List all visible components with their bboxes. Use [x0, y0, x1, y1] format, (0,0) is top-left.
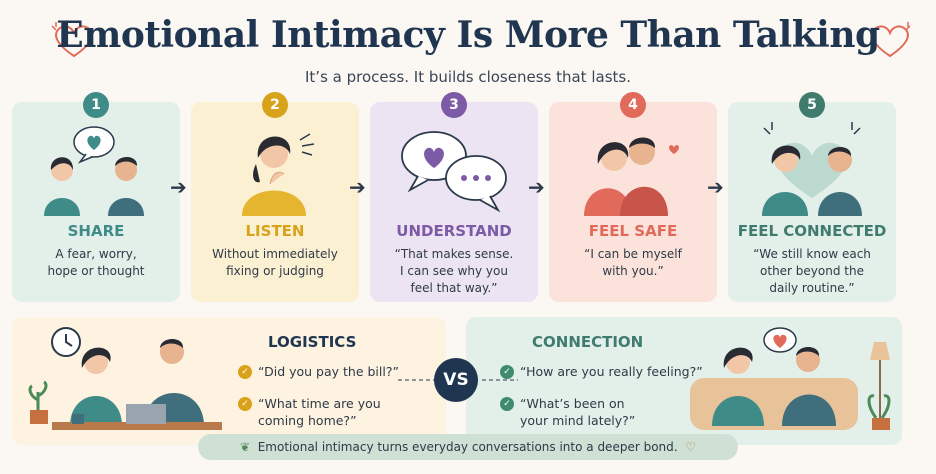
couple-logistics-illustration: [28, 327, 222, 430]
connected-couple-illustration: [762, 122, 862, 216]
step-card-feel-connected: [728, 102, 896, 302]
page-title: Emotional Intimacy Is More Than Talking: [56, 14, 880, 56]
check-icon: ✓: [238, 397, 252, 411]
step-number: 1: [83, 92, 109, 118]
heart-icon: ♡: [685, 440, 696, 454]
step-title: UNDERSTAND: [396, 222, 512, 240]
arrow-right-icon: ➔: [170, 175, 187, 199]
step-number: 2: [262, 92, 288, 118]
logistics-title: LOGISTICS: [268, 333, 357, 351]
step-title: SHARE: [67, 222, 125, 240]
woman-listening-illustration: [242, 133, 315, 216]
arrow-right-icon: ➔: [349, 175, 366, 199]
leaf-icon: ❦: [240, 440, 251, 454]
check-icon: ✓: [500, 397, 514, 411]
arrow-right-icon: ➔: [528, 175, 545, 199]
step-card-understand: [370, 102, 538, 302]
logistics-item: “Did you pay the bill?”: [258, 364, 399, 379]
footer-banner: ❦ Emotional intimacy turns everyday conv…: [198, 434, 738, 460]
heart-outline-icon: [51, 22, 93, 58]
speech-bubbles-illustration: [401, 131, 507, 213]
couple-on-couch-illustration: [690, 327, 891, 430]
arrow-right-icon: ➔: [707, 175, 724, 199]
connection-title: CONNECTION: [532, 333, 644, 351]
step-number: 4: [620, 92, 646, 118]
step-title: LISTEN: [245, 222, 305, 240]
check-icon: ✓: [500, 365, 514, 379]
heart-outline-icon: [871, 22, 911, 58]
footer-text: Emotional intimacy turns everyday conver…: [257, 440, 678, 454]
vs-badge: VS: [434, 358, 478, 402]
step-description: A fear, worry,hope or thought: [47, 247, 145, 278]
dashed-connector: [398, 379, 518, 381]
connection-item: “How are you really feeling?”: [520, 364, 703, 379]
two-people-talking-illustration: [44, 126, 144, 216]
step-title: FEEL SAFE: [588, 222, 678, 240]
page-subtitle: It’s a process. It builds closeness that…: [305, 68, 631, 86]
step-title: FEEL CONNECTED: [737, 222, 887, 240]
couple-hugging-illustration: [584, 137, 679, 216]
step-number: 5: [799, 92, 825, 118]
check-icon: ✓: [238, 365, 252, 379]
step-number: 3: [441, 92, 467, 118]
